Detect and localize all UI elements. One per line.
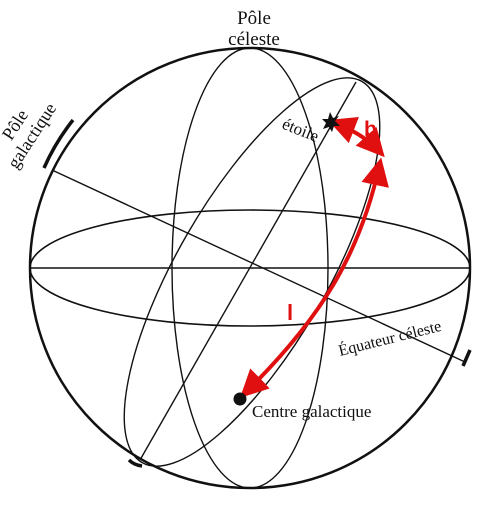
latitude-label: b <box>364 118 377 141</box>
galactic-pole-marker <box>42 118 75 169</box>
galactic-plane-bottom-marker <box>127 458 143 468</box>
celestial-pole-label-line2: céleste <box>228 29 280 50</box>
longitude-arrow <box>239 157 389 398</box>
galactic-plane-ellipse <box>123 77 381 467</box>
galactic-pole-label: Pôle galactique <box>0 99 60 172</box>
longitude-label: l <box>287 300 293 325</box>
equator-right-marker <box>461 349 472 367</box>
celestial-equator-label: Équateur céleste <box>336 316 443 360</box>
star-marker <box>322 112 340 132</box>
celestial-pole-label-line1: Pôle <box>237 8 271 29</box>
star-label: étoile <box>280 114 322 146</box>
galactic-centre-dot <box>233 392 247 406</box>
galactic-centre-label: Centre galactique <box>252 402 371 421</box>
